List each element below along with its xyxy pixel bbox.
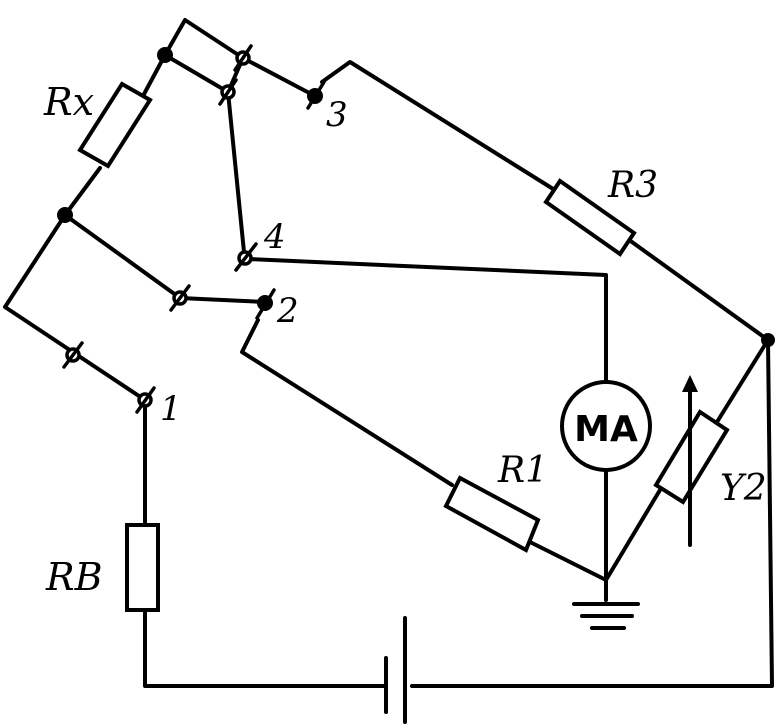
terminal-3[interactable] — [306, 80, 326, 110]
label-y2: Y2 — [720, 468, 767, 509]
junction-node-d — [57, 207, 73, 223]
terminal-node-e — [169, 284, 191, 312]
resistor-rb — [125, 523, 160, 612]
terminal-node-f — [62, 341, 84, 369]
ground-symbol — [572, 602, 640, 630]
wire-c-to-t3 — [241, 56, 317, 98]
wire-d-to-t1 — [3, 213, 147, 402]
resistor-r3 — [543, 178, 637, 257]
wire-b-to-t4 — [226, 90, 246, 254]
terminal-4[interactable] — [234, 242, 258, 272]
meter-label: MA — [574, 409, 638, 450]
terminal-1[interactable] — [135, 386, 156, 414]
label-rb: RB — [45, 555, 103, 599]
wire-a-to-c — [163, 18, 245, 60]
wire-t4-to-meter — [246, 257, 608, 382]
wire-right-to-bottom — [410, 338, 774, 688]
terminal-2[interactable] — [255, 288, 276, 320]
label-terminal-1: 1 — [160, 389, 182, 429]
wire-r3-to-right-node — [623, 235, 770, 342]
junction-node-a — [157, 47, 173, 63]
label-terminal-2: 2 — [276, 291, 299, 331]
label-terminal-4: 4 — [263, 217, 286, 257]
milliammeter: MA — [560, 380, 652, 472]
wire-r1-to-ground — [524, 538, 608, 582]
wire-t2-to-r1 — [240, 318, 454, 487]
wire-d-to-t2 — [63, 213, 267, 304]
wire-a-to-b — [163, 53, 230, 94]
battery — [384, 616, 407, 724]
label-terminal-3: 3 — [326, 95, 348, 135]
resistor-rx — [77, 81, 153, 169]
label-rx: Rx — [43, 80, 94, 124]
terminal-node-c — [233, 44, 253, 72]
resistor-r1 — [443, 475, 541, 553]
label-r3: R3 — [607, 165, 658, 206]
label-r1: R1 — [497, 450, 548, 491]
terminal-node-b — [218, 78, 238, 106]
wire-ground-to-y2 — [604, 488, 662, 582]
wire-t3-to-r3 — [320, 60, 560, 194]
variable-resistor-y2 — [653, 375, 730, 547]
wire-rb-to-battery — [143, 608, 388, 688]
junction-node-right — [761, 333, 775, 347]
wires — [3, 18, 774, 688]
wire-y2-to-right-node — [710, 338, 770, 432]
wire-rx-to-d — [63, 166, 102, 217]
